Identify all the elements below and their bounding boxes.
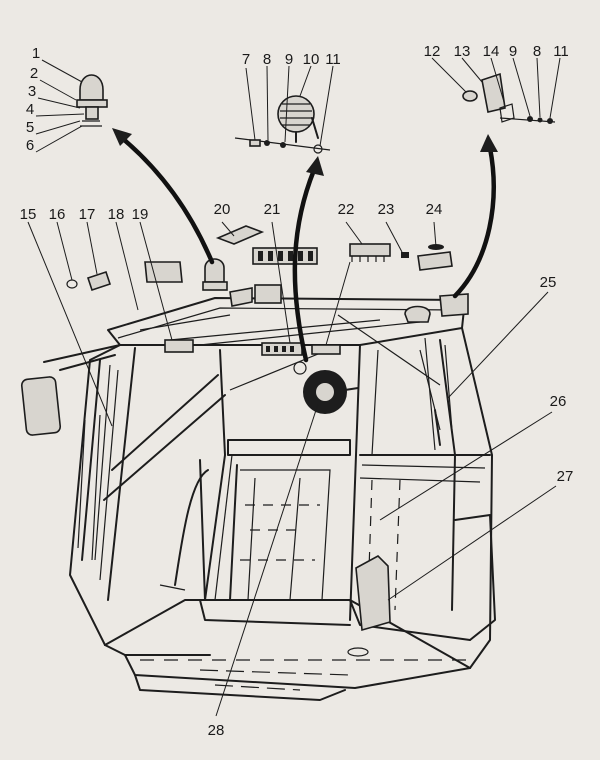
callout-label: 13	[454, 43, 471, 60]
callout-labels: 1 2 3 4 5 6 7 8 9 10 11 12 13 14 9 8 11 …	[20, 43, 574, 739]
callout-label: 8	[263, 51, 271, 68]
callout-label: 9	[509, 43, 517, 60]
callout-label: 1	[32, 45, 40, 62]
callout-label: 3	[28, 83, 36, 100]
callout-label: 26	[550, 393, 567, 410]
callout-label: 22	[338, 201, 355, 218]
callout-label: 24	[426, 201, 443, 218]
callout-label: 5	[26, 119, 34, 136]
callout-label: 25	[540, 274, 557, 291]
callout-label: 4	[26, 101, 34, 118]
callout-label: 17	[79, 206, 96, 223]
callout-label: 12	[424, 43, 441, 60]
callout-label: 16	[49, 206, 66, 223]
callout-label: 9	[285, 51, 293, 68]
callout-label: 18	[108, 206, 125, 223]
callout-label: 14	[483, 43, 500, 60]
exploded-parts	[66, 72, 556, 632]
callout-label: 6	[26, 137, 34, 154]
callout-label: 28	[208, 722, 225, 739]
callout-label: 11	[553, 43, 569, 60]
callout-label: 21	[264, 201, 281, 218]
leader-lines	[27, 57, 561, 717]
callout-label: 19	[132, 206, 149, 223]
callout-label: 23	[378, 201, 395, 218]
callout-label: 8	[533, 43, 541, 60]
callout-label: 20	[214, 201, 231, 218]
callout-label: 2	[30, 65, 38, 82]
callout-label: 11	[325, 51, 341, 68]
callout-label: 15	[20, 206, 37, 223]
callout-label: 10	[303, 51, 320, 68]
callout-label: 27	[557, 468, 574, 485]
cab-body	[20, 297, 496, 701]
explode-arrows	[112, 128, 498, 363]
roof-components	[164, 258, 469, 431]
callout-label: 7	[242, 51, 250, 68]
